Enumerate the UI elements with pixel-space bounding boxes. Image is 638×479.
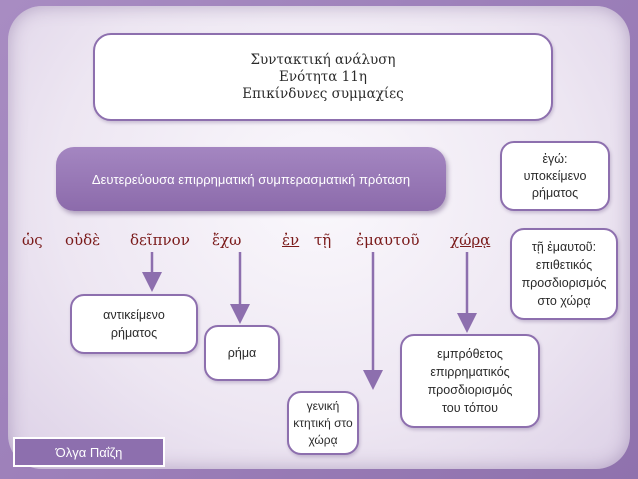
- verb-label-box: ρήμα: [204, 325, 280, 381]
- te-emautou-label-box: τῇ ἐμαυτοῦ: επιθετικός προσδιορισμός στο…: [510, 228, 618, 320]
- prepositional-label-box: εμπρόθετος επιρρηματικός προσδιορισμός τ…: [400, 334, 540, 428]
- genitive-label-box: γενική κτητική στο χώρᾳ: [287, 391, 359, 455]
- word-deipnon: δεῖπνον: [130, 231, 190, 249]
- clause-type-label: Δευτερεύουσα επιρρηματική συμπερασματική…: [91, 171, 411, 187]
- verb-label: ρήμα: [227, 346, 257, 360]
- word-en: ἐν: [282, 231, 300, 249]
- word-echo: ἔχω: [212, 231, 242, 249]
- te-emautou-line-4: στο χώρᾳ: [537, 294, 591, 308]
- ego-label-box: ἐγώ: υποκείμενο ρήματος: [500, 141, 610, 211]
- author-badge: Όλγα Παΐζη: [13, 437, 165, 467]
- prepositional-line-2: επιρρηματικός: [430, 365, 510, 379]
- te-emautou-line-2: επιθετικός: [535, 258, 593, 272]
- object-label-line-2: ρήματος: [110, 326, 158, 340]
- prepositional-line-3: προσδιορισμός: [427, 383, 513, 397]
- genitive-label-line-2: κτητική στο: [293, 415, 353, 430]
- word-oude: οὐδὲ: [65, 231, 101, 249]
- title-line-1: Συντακτική ανάλυση: [250, 51, 396, 68]
- clause-type-box: Δευτερεύουσα επιρρηματική συμπερασματική…: [56, 147, 446, 211]
- author-name: Όλγα Παΐζη: [55, 444, 123, 460]
- title-line-2: Ενότητα 11η: [279, 68, 367, 85]
- genitive-label-line-3: χώρᾳ: [308, 432, 338, 447]
- word-emautou: ἐμαυτοῦ: [356, 231, 420, 249]
- ego-label-line-2: υποκείμενο: [523, 168, 587, 183]
- ego-label-line-3: ρήματος: [531, 185, 579, 200]
- ego-label-line-1: ἐγώ:: [542, 151, 568, 166]
- prepositional-line-4: του τόπου: [442, 401, 498, 415]
- word-os: ὡς: [22, 231, 43, 249]
- object-label-line-1: αντικείμενο: [103, 308, 165, 322]
- genitive-label-line-1: γενική: [306, 398, 340, 413]
- object-label-box: αντικείμενο ρήματος: [70, 294, 198, 354]
- te-emautou-line-3: προσδιορισμός: [521, 276, 607, 290]
- prepositional-line-1: εμπρόθετος: [437, 347, 503, 361]
- te-emautou-line-1: τῇ ἐμαυτοῦ:: [531, 240, 597, 254]
- title-box: Συντακτική ανάλυση Ενότητα 11η Επικίνδυν…: [93, 33, 553, 121]
- word-chora: χώρᾳ: [450, 231, 491, 249]
- title-line-3: Επικίνδυνες συμμαχίες: [242, 85, 404, 102]
- word-te: τῇ: [314, 231, 332, 249]
